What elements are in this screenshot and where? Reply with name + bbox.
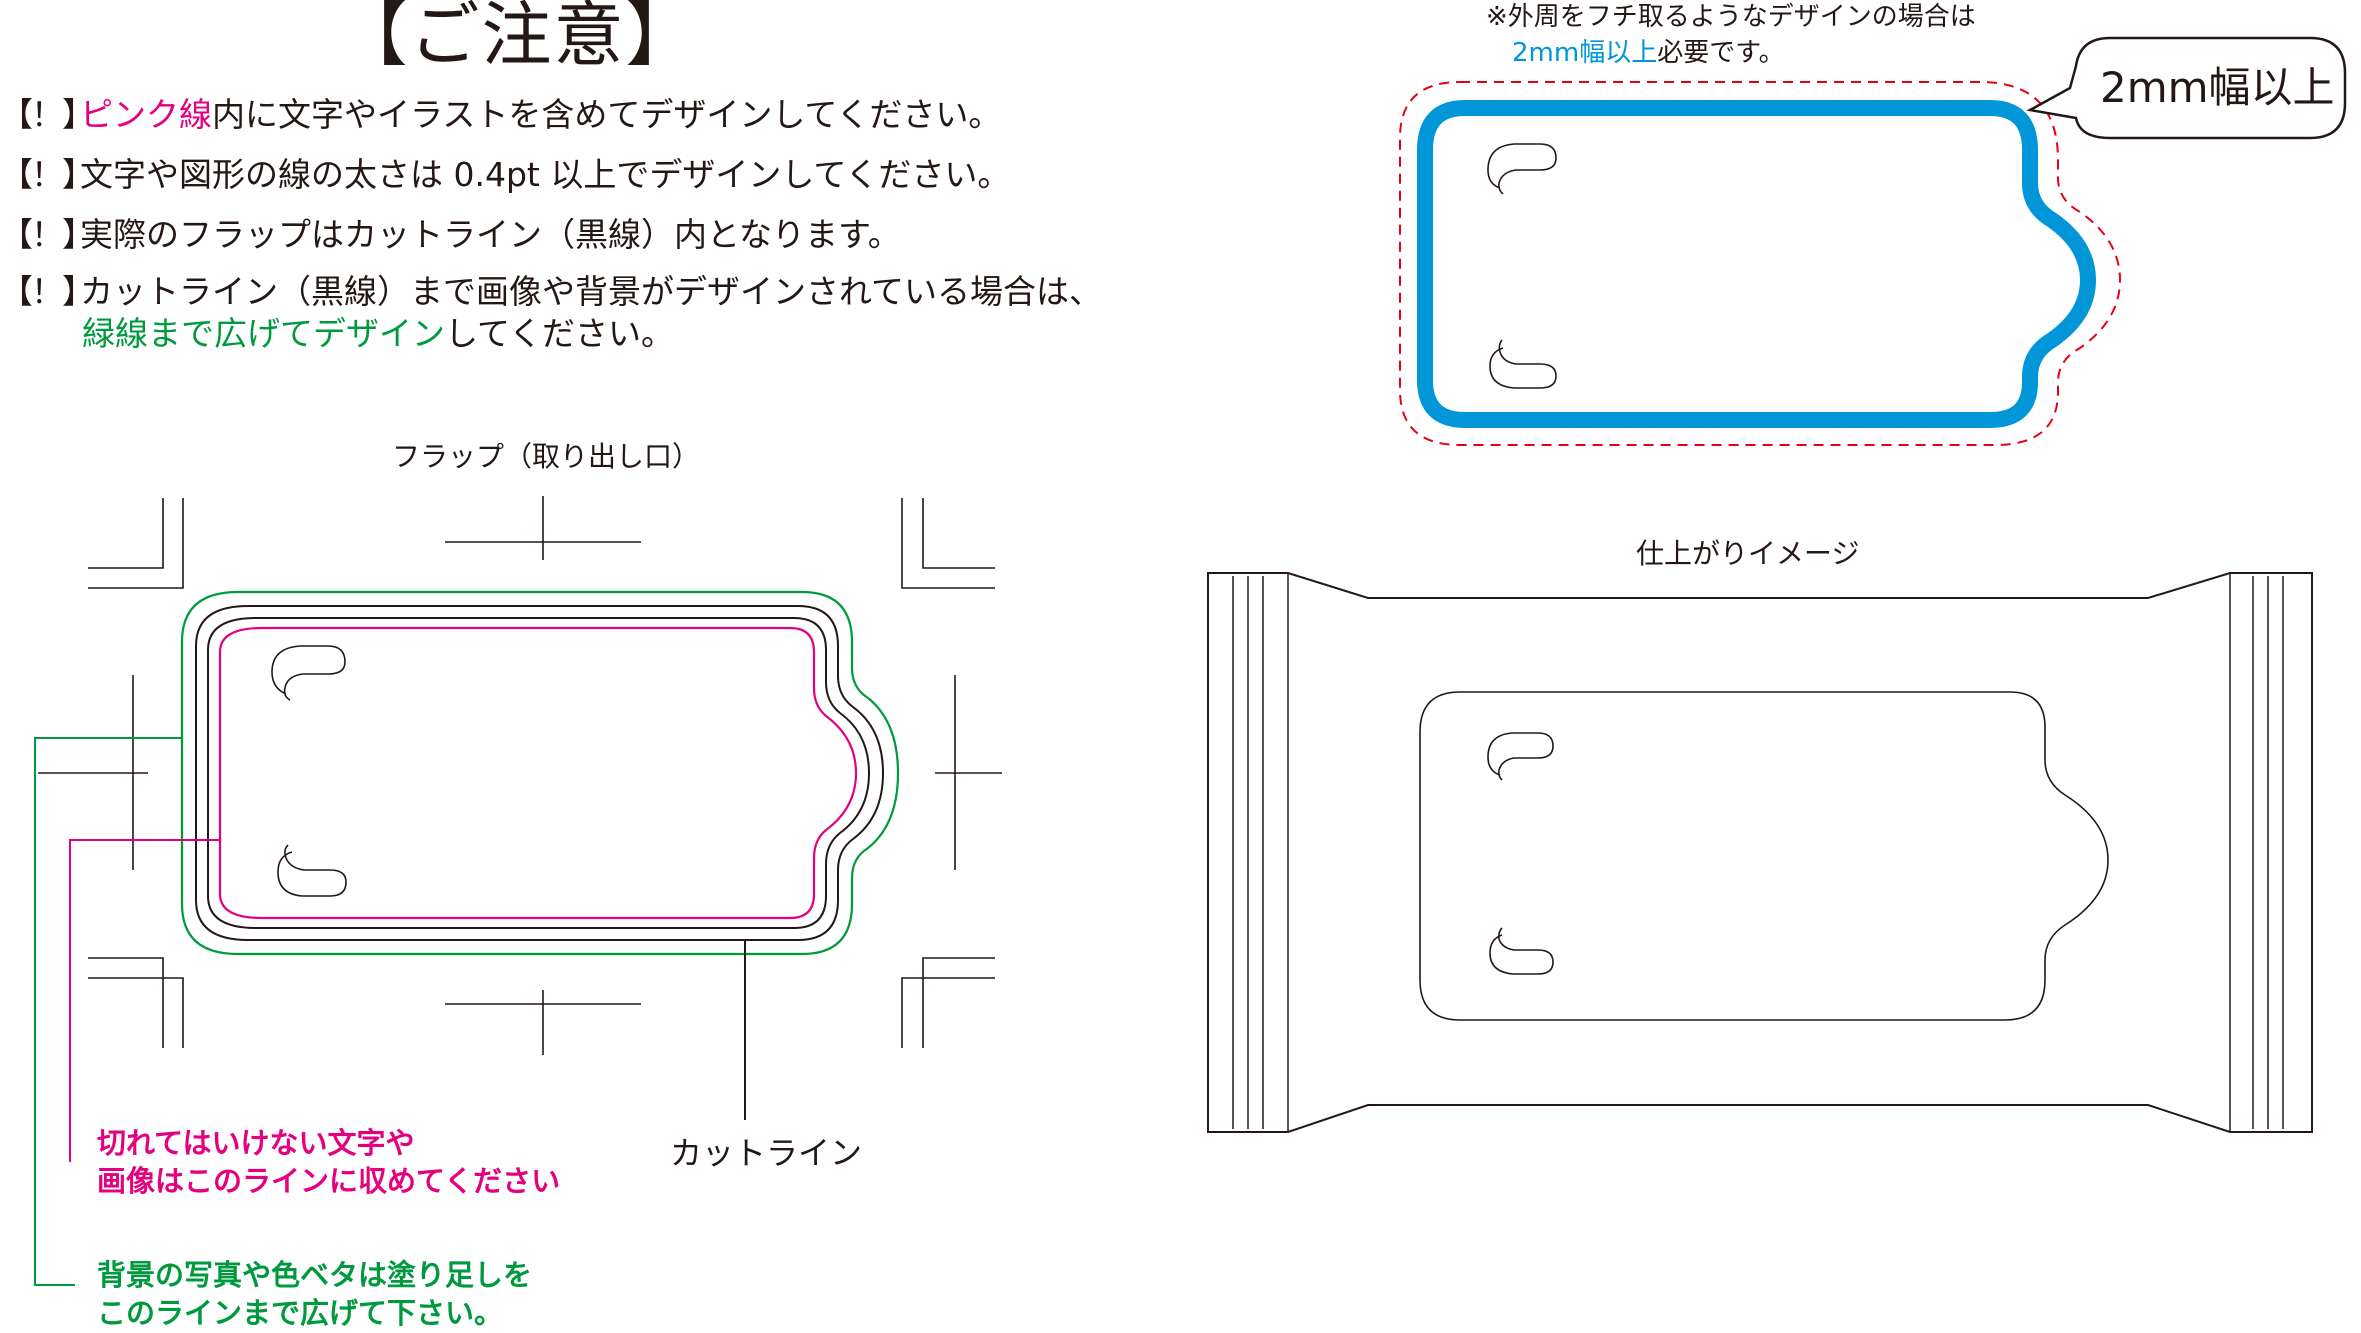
page-title: 【ご注意】 xyxy=(337,0,698,76)
note-text: してください。 xyxy=(445,314,675,353)
border-note-rest: 必要です。 xyxy=(1657,38,1785,68)
registration-marks xyxy=(38,496,1002,1055)
pink-line-label: 切れてはいけない文字や 画像はこのラインに収めてください xyxy=(97,1124,560,1200)
note-text: 実際のフラップはカットライン（黒線）内となります。 xyxy=(80,215,901,254)
center-mark-bottom xyxy=(445,990,641,1055)
cut-line-inner xyxy=(207,617,871,929)
red-dashed-outline xyxy=(1399,81,2122,446)
note-1: 【！】ピンク線内に文字やイラストを含めてデザインしてください。 xyxy=(0,93,1001,137)
border-note-highlight: 2mm幅以上 xyxy=(1512,38,1658,68)
result-caption: 仕上がりイメージ xyxy=(1636,537,1860,570)
note-2: 【！】文字や図形の線の太さは 0.4pt 以上でデザインしてください。 xyxy=(0,153,1010,197)
callout-bubble xyxy=(2026,36,2347,140)
package-slot-top xyxy=(1487,732,1554,781)
corner-mark-bottom-right xyxy=(901,957,995,1048)
note-mark: 【！】 xyxy=(0,155,95,194)
note-mark: 【！】 xyxy=(0,215,95,254)
green-line-label: 背景の写真や色ベタは塗り足しを このラインまで広げて下さい。 xyxy=(97,1256,532,1332)
slot-bottom xyxy=(1489,339,1557,389)
callout-bubble-text: 2mm幅以上 xyxy=(2100,63,2335,112)
flap-slots xyxy=(271,645,347,897)
package-flap xyxy=(1419,691,2109,1021)
pink-label-line-2: 画像はこのラインに収めてください xyxy=(97,1164,561,1198)
pink-leader-line xyxy=(69,839,220,1162)
green-label-line-2: このラインまで広げて下さい。 xyxy=(97,1296,504,1330)
center-mark-left xyxy=(38,675,148,870)
finished-package xyxy=(1207,572,2313,1133)
package-right-seal xyxy=(2229,573,2284,1132)
note-3: 【！】実際のフラップはカットライン（黒線）内となります。 xyxy=(0,213,901,257)
note-highlight-green: 緑線まで広げてデザイン xyxy=(82,314,445,353)
package-slot-bottom xyxy=(1489,927,1554,975)
border-note-line-1: ※外周をフチ取るようなデザインの場合は xyxy=(1486,2,1976,32)
package-outline xyxy=(1207,572,2313,1133)
note-text: 文字や図形の線の太さは 0.4pt 以上でデザインしてください。 xyxy=(80,155,1011,194)
note-text: カットライン（黒線）まで画像や背景がデザインされている場合は、 xyxy=(80,272,1103,311)
slot-top xyxy=(271,645,346,701)
note-text: 内に文字やイラストを含めてデザインしてください。 xyxy=(212,95,1002,134)
slot-top xyxy=(1487,143,1557,195)
center-mark-right xyxy=(935,675,1002,870)
green-label-line-1: 背景の写真や色ベタは塗り足しを xyxy=(97,1258,533,1292)
corner-mark-top-right xyxy=(901,498,995,589)
green-bleed-line xyxy=(180,590,900,956)
corner-mark-top-left xyxy=(88,498,184,589)
cutline-label: カットライン xyxy=(670,1134,863,1172)
package-left-seal xyxy=(1232,573,1289,1132)
center-mark-top xyxy=(445,496,641,560)
pink-safe-line xyxy=(218,626,858,920)
note-4: 【！】カットライン（黒線）まで画像や背景がデザインされている場合は、 xyxy=(0,270,1102,314)
slot-bottom xyxy=(277,844,347,897)
note-mark: 【！】 xyxy=(0,95,95,134)
border-note-line-2: 2mm幅以上必要です。 xyxy=(1512,36,1785,70)
note-highlight-pink: ピンク線 xyxy=(80,95,212,134)
pink-label-line-1: 切れてはいけない文字や xyxy=(97,1126,415,1160)
green-leader-line xyxy=(34,737,182,1286)
note-mark: 【！】 xyxy=(0,272,95,311)
cut-line xyxy=(195,605,885,941)
corner-mark-bottom-left xyxy=(88,957,184,1048)
note-4-continued: 緑線まで広げてデザインしてください。 xyxy=(82,312,674,356)
blue-border-frame xyxy=(1417,100,2097,428)
flap-caption: フラップ（取り出し口） xyxy=(392,440,701,473)
border-example-slots xyxy=(1487,143,1557,389)
